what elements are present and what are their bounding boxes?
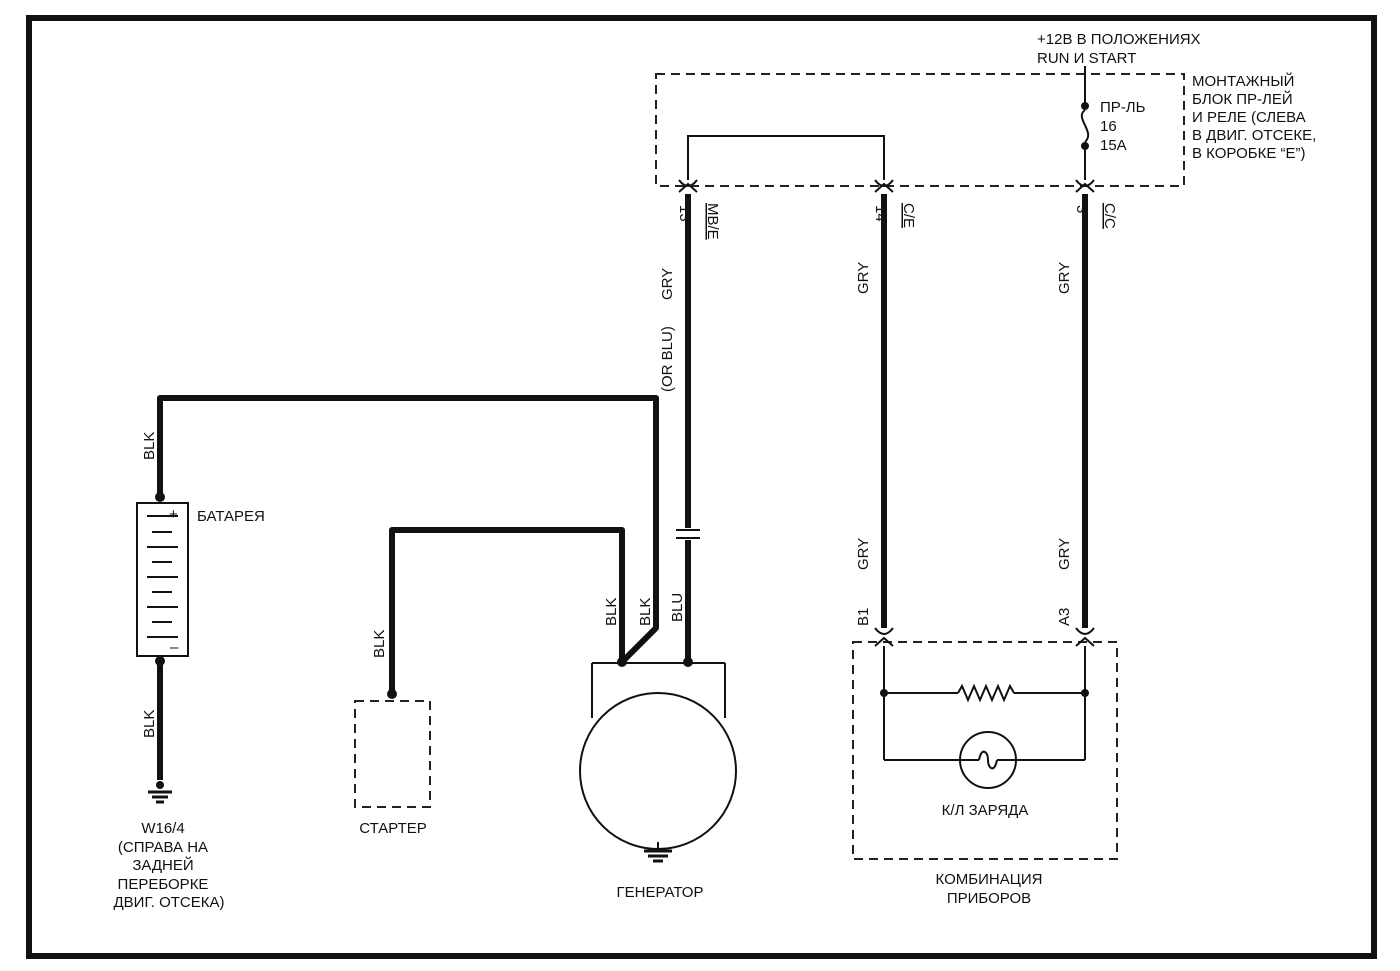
wire-color-gry: GRY (855, 538, 872, 570)
battery-minus: – (170, 639, 179, 656)
ground-label-line: ПЕРЕБОРКЕ (118, 876, 209, 893)
generator (579, 657, 737, 863)
starter-terminal (387, 689, 397, 699)
wire-color-blu: BLU (669, 593, 686, 622)
power-label-line1: +12В В ПОЛОЖЕНИЯХ (1037, 31, 1201, 48)
wire-color-gry: GRY (1056, 538, 1073, 570)
connector-a3 (1075, 627, 1095, 647)
wire-color-gry: GRY (659, 268, 676, 300)
fuse-box-label-line: В КОРОБКЕ “E”) (1192, 145, 1306, 162)
fuse-box-label: МОНТАЖНЫЙ БЛОК ПР-ЛЕЙ И РЕЛЕ (СЛЕВА В ДВ… (1192, 72, 1316, 162)
power-label-line2: RUN И START (1037, 50, 1136, 67)
fuse-rating: 15A (1100, 137, 1127, 154)
resistor-icon (957, 683, 1015, 703)
connector-14 (874, 179, 894, 193)
ground-label-line: (СПРАВА НА (118, 839, 208, 856)
ground-label: W16/4 (СПРАВА НА ЗАДНЕЙ ПЕРЕБОРКЕ ДВИГ. … (114, 820, 225, 911)
diagram-frame (26, 15, 1377, 959)
cluster-circuit (880, 646, 1089, 761)
connector-b1 (874, 627, 894, 647)
ground-label-line: ЗАДНЕЙ (132, 856, 193, 874)
fuse-relay-box (655, 73, 1185, 187)
charge-lamp-icon (959, 731, 1017, 789)
fuse-box-label-line: И РЕЛЕ (СЛЕВА (1192, 109, 1306, 126)
starter-label: СТАРТЕР (359, 820, 427, 837)
fuse-number: 16 (1100, 118, 1117, 135)
connector-ce-label: C/E (900, 203, 917, 228)
charge-lamp-label: К/Л ЗАРЯДА (942, 802, 1029, 819)
connector-3 (1075, 179, 1095, 193)
battery-label: БАТАРЕЯ (197, 508, 265, 525)
fuse-box-label-line: В ДВИГ. ОТСЕКЕ, (1192, 127, 1316, 144)
battery-plus: + (169, 506, 178, 523)
ground-label-line: W16/4 (141, 820, 184, 837)
ground-icon (148, 781, 172, 804)
wire-color-blk: BLK (371, 630, 388, 658)
cluster-label-line: КОМБИНАЦИЯ (936, 871, 1043, 888)
wire-color-blk: BLK (637, 598, 654, 626)
inline-connector (676, 529, 700, 539)
ground-label-line: ДВИГ. ОТСЕКА) (114, 894, 225, 911)
battery (136, 492, 189, 666)
connector-b1-label: B1 (855, 608, 872, 626)
wire-color-blk: BLK (141, 432, 158, 460)
wire-color-gry: GRY (1056, 262, 1073, 294)
wire-color-gry: GRY (855, 262, 872, 294)
pin-3-label: 3 (1073, 205, 1090, 213)
wire-color-blk: BLK (141, 710, 158, 738)
connector-mbe-label: MB/E (704, 203, 721, 240)
fuse-icon (1080, 109, 1090, 143)
wire-color-blk: BLK (603, 598, 620, 626)
fuse-name: ПР-ЛЬ (1100, 99, 1146, 116)
internal-jumper (687, 135, 885, 180)
generator-label: ГЕНЕРАТОР (617, 884, 704, 901)
connector-13 (678, 179, 698, 193)
wire-starter-generator (389, 527, 625, 694)
connector-a3-label: A3 (1056, 608, 1073, 626)
connector-cc-label: C/C (1101, 203, 1118, 229)
cluster-label-line: ПРИБОРОВ (947, 890, 1031, 907)
fuse-box-label-line: МОНТАЖНЫЙ (1192, 72, 1294, 90)
starter (354, 700, 431, 808)
wire-color-or-blu: (OR BLU) (659, 326, 676, 392)
fuse-box-label-line: БЛОК ПР-ЛЕЙ (1192, 90, 1293, 108)
fuse-16 (1080, 66, 1090, 180)
wire-battery-generator (157, 395, 659, 665)
